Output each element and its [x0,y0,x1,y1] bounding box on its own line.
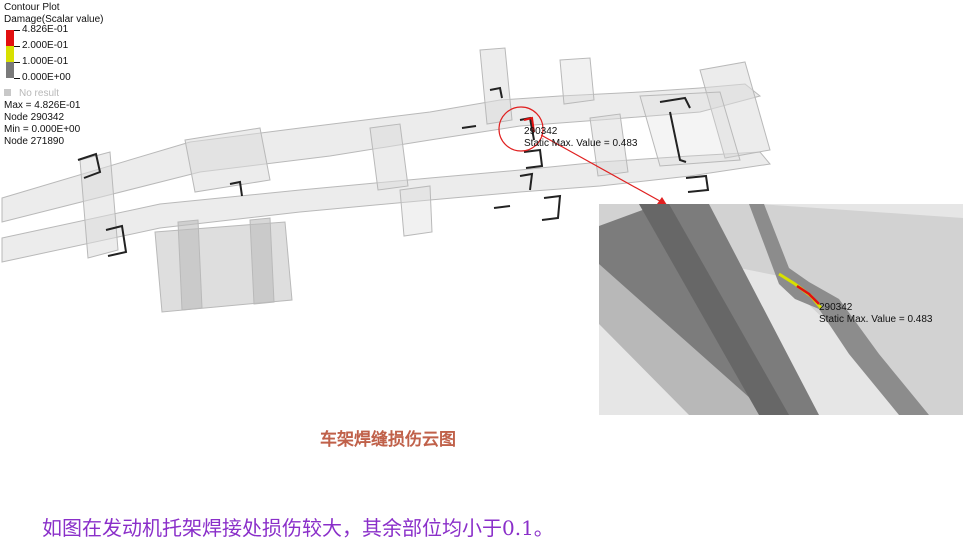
legend-band-bottom: 0.000E+00 [4,72,104,86]
legend-tick [14,78,20,79]
legend-band-yellow: 2.000E-01 [4,40,104,62]
legend-band-red: 4.826E-01 [4,24,104,46]
damage-hotspot [523,116,535,133]
legend-swatch-yellow [6,46,14,62]
no-result-swatch [4,89,11,96]
no-result-label: No result [19,88,60,99]
legend-level-3: 1.000E-01 [22,56,69,67]
zoom-leader-line [540,134,668,206]
annotation-value: Static Max. Value = 0.483 [524,138,638,149]
legend-tick [14,46,20,47]
legend-swatch-gray [6,62,14,78]
legend-level-1: 4.826E-01 [22,24,69,35]
legend-subtitle: Damage(Scalar value) [4,14,104,25]
legend-title: Contour Plot [4,2,60,13]
main-annotation: 290342 Static Max. Value = 0.483 [524,126,638,150]
inset-annotation: 290342 Static Max. Value = 0.483 [819,302,933,326]
frame-chassis [1,47,771,313]
legend-band-gray: 1.000E-01 [4,56,104,78]
figure-caption: 车架焊缝损伤云图 [320,430,456,450]
annotation-node: 290342 [524,126,558,137]
legend-level-4: 0.000E+00 [22,72,71,83]
inset-view [599,204,963,415]
legend-tick [14,30,20,31]
inset-annotation-value: Static Max. Value = 0.483 [819,314,933,325]
legend-tick [14,62,20,63]
zoom-leader-arrowhead [657,197,667,205]
legend-max-node: Node 290342 [4,112,65,123]
legend-level-2: 2.000E-01 [22,40,69,51]
legend-swatch-red [6,30,14,46]
inset-annotation-node: 290342 [819,302,853,313]
summary-text: 如图在发动机托架焊接处损伤较大，其余部位均小于0.1。 [42,516,554,540]
legend-min: Min = 0.000E+00 [4,124,81,135]
hotspot-callout-circle [498,106,544,152]
contour-legend: Contour Plot Damage(Scalar value) 4.826E… [4,2,104,148]
legend-max: Max = 4.826E-01 [4,100,81,111]
weld-seams [77,86,710,257]
legend-min-node: Node 271890 [4,136,65,147]
legend-no-result: No result [4,88,104,100]
zoom-inset: 290342 Static Max. Value = 0.483 [599,204,963,415]
legend-scale: 4.826E-01 2.000E-01 1.000E-01 0.000E+00 [4,24,104,86]
